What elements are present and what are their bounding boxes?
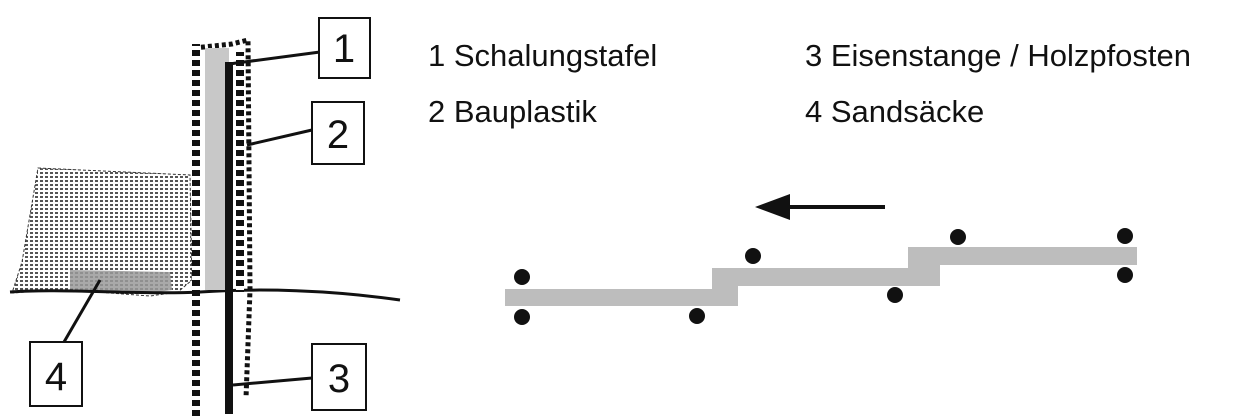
plastic-sheet-right [236, 52, 244, 292]
post [514, 309, 530, 325]
legend-item-4: 4 Sandsäcke [805, 94, 985, 129]
sandbag-mass [11, 167, 193, 297]
svg-text:2: 2 [327, 113, 349, 157]
svg-text:1: 1 [333, 27, 355, 71]
leader-2 [246, 128, 313, 147]
post [1117, 267, 1133, 283]
cross-section: 1 2 3 4 [9, 17, 401, 416]
callout-4: 4 [29, 341, 83, 407]
callout-1: 1 [318, 17, 371, 79]
leader-1 [228, 50, 321, 66]
plastic-sheet-left [192, 44, 200, 416]
leader-4 [62, 279, 102, 343]
post [689, 308, 705, 324]
arrow-left-icon [755, 194, 885, 220]
post [514, 269, 530, 285]
callout-3: 3 [311, 343, 367, 411]
post [745, 248, 761, 264]
leader-3 [232, 376, 313, 387]
top-view [505, 194, 1137, 325]
post [887, 287, 903, 303]
formwork-strip [505, 247, 1137, 306]
callout-2: 2 [311, 101, 365, 165]
legend-item-1: 1 Schalungstafel [428, 38, 658, 73]
svg-text:4: 4 [45, 355, 67, 399]
iron-bar [225, 62, 233, 414]
legend-item-2: 2 Bauplastik [428, 94, 597, 129]
post [1117, 228, 1133, 244]
svg-text:3: 3 [328, 357, 350, 401]
sandbag-highlight [70, 270, 172, 293]
post [950, 229, 966, 245]
ground-line [9, 288, 401, 302]
legend-item-3: 3 Eisenstange / Holzpfosten [805, 38, 1192, 73]
